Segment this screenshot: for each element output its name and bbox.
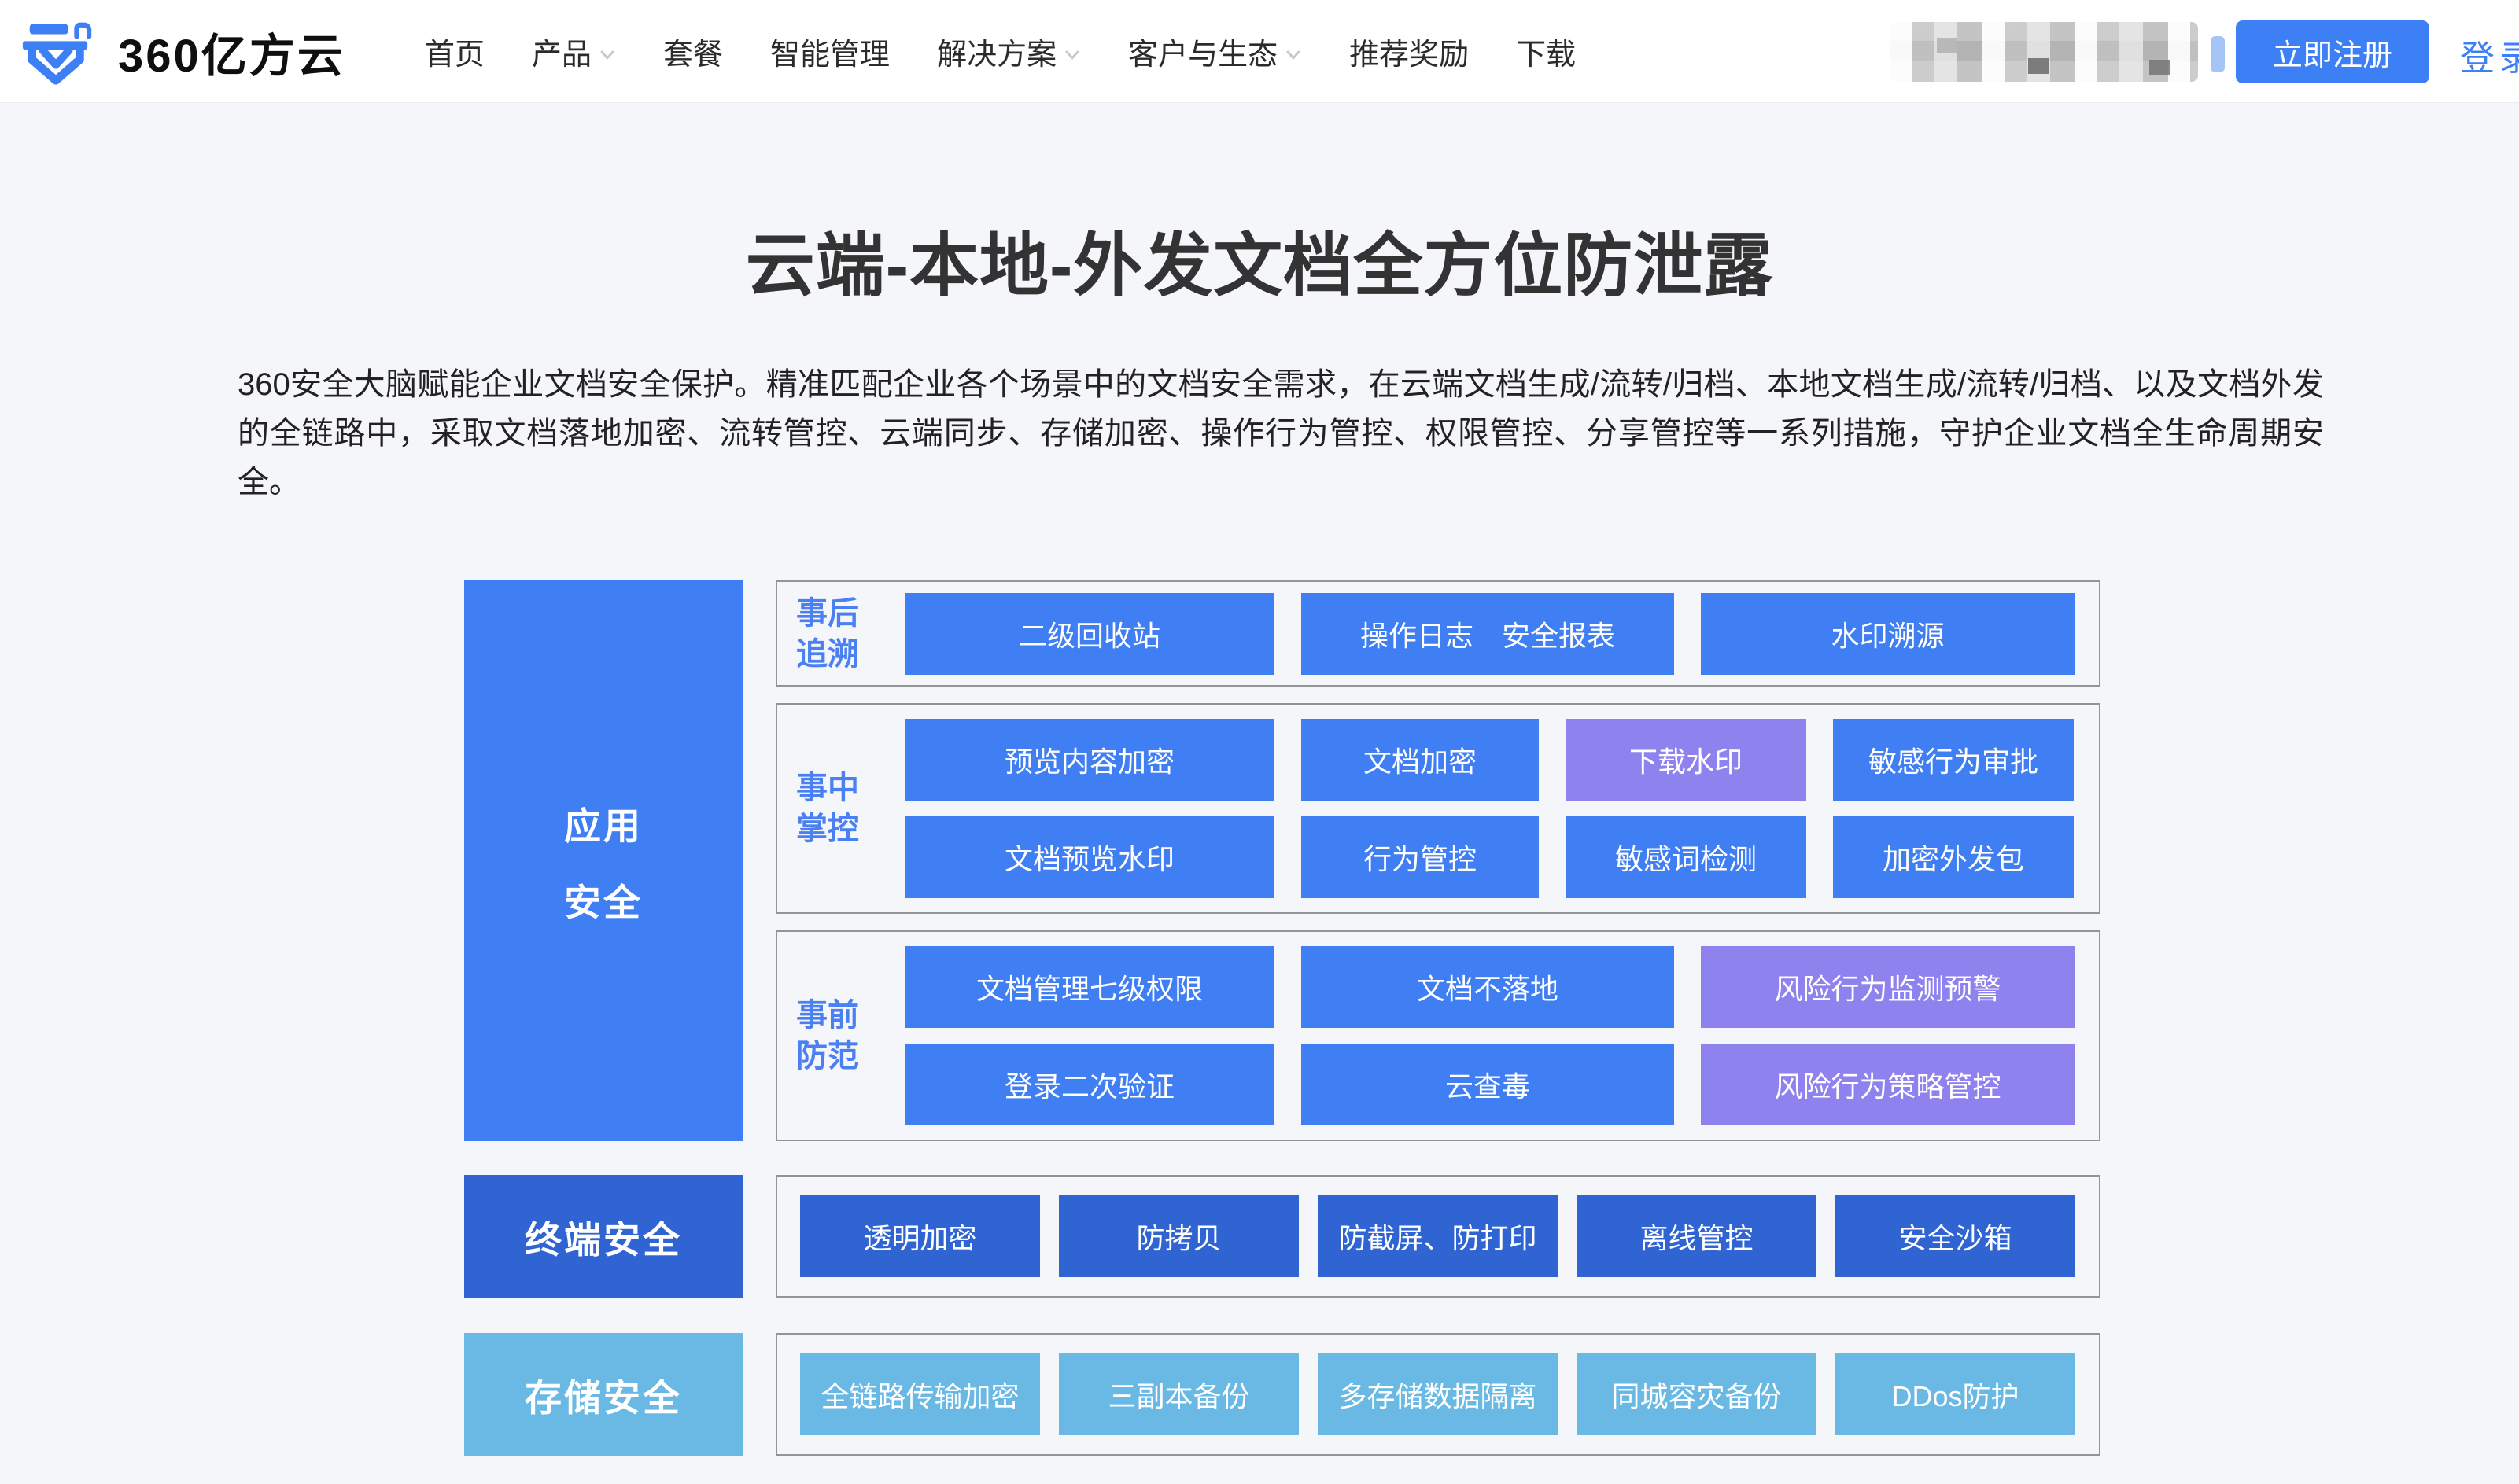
cell-row: 文档预览水印 行为管控 敏感词检测 加密外发包 — [905, 816, 2074, 898]
category-label-line: 应用 — [564, 805, 643, 847]
diagram-cell: 文档预览水印 — [905, 816, 1274, 898]
cell-row: 文档管理七级权限 文档不落地 风险行为监测预警 — [905, 946, 2075, 1028]
diagram-cell: 透明加密 — [800, 1195, 1040, 1277]
group-box-pre-event-prevention: 事前 防范 文档管理七级权限 文档不落地 风险行为监测预警 登录二次验证 云查毒… — [776, 930, 2100, 1141]
security-matrix-diagram: 应用 安全 事后 追溯 二级回收站 操作日志 安全报表 水印溯源 — [464, 580, 2100, 1456]
cell-rows: 文档管理七级权限 文档不落地 风险行为监测预警 登录二次验证 云查毒 风险行为策… — [905, 946, 2075, 1125]
cell-rows: 预览内容加密 文档加密 下载水印 敏感行为审批 文档预览水印 行为管控 敏感词检… — [905, 719, 2074, 898]
nav-item-plans[interactable]: 套餐 — [663, 30, 723, 73]
login-link[interactable]: 登录 — [2460, 39, 2519, 78]
nav-item-smart-management[interactable]: 智能管理 — [770, 30, 890, 73]
diagram-cell: 操作日志 安全报表 — [1301, 592, 1674, 675]
nav-item-label: 客户与生态 — [1128, 39, 1278, 72]
diagram-cell: 风险行为策略管控 — [1701, 1044, 2075, 1125]
group-label: 事后 追溯 — [796, 595, 859, 672]
nav-item-label: 套餐 — [663, 39, 724, 72]
diagram-cell: 防截屏、防打印 — [1318, 1195, 1558, 1277]
diagram-cell: 敏感词检测 — [1566, 816, 1806, 898]
register-button[interactable]: 立即注册 — [2236, 20, 2429, 83]
diagram-cell: 加密外发包 — [1833, 816, 2074, 898]
diagram-cell: 二级回收站 — [905, 592, 1274, 675]
diagram-cell: 登录二次验证 — [905, 1044, 1274, 1125]
page-title: 云端-本地-外发文档全方位防泄露 — [745, 226, 1774, 304]
diagram-cell: 行为管控 — [1301, 816, 1539, 898]
nav-item-solutions[interactable]: 解决方案 — [937, 30, 1081, 73]
nav-item-label: 智能管理 — [770, 39, 891, 72]
chevron-down-icon — [1065, 50, 1079, 60]
category-label-line: 安全 — [564, 881, 643, 923]
group-label: 事中 掌控 — [796, 771, 859, 846]
hero-description: 360安全大脑赋能企业文档安全保护。精准匹配企业各个场景中的文档安全需求，在云端… — [238, 367, 2324, 499]
logo-shield-pen-icon — [22, 22, 92, 85]
cell-row: 预览内容加密 文档加密 下载水印 敏感行为审批 — [905, 719, 2074, 801]
redacted-phone-number — [1890, 22, 2225, 82]
diagram-cell: 水印溯源 — [1701, 592, 2075, 675]
diagram-cell: 三副本备份 — [1059, 1353, 1299, 1435]
group-box-in-event-control: 事中 掌控 预览内容加密 文档加密 下载水印 敏感行为审批 文档预览水印 行为管… — [776, 703, 2100, 914]
diagram-cell: 风险行为监测预警 — [1701, 946, 2075, 1028]
diagram-cell: 离线管控 — [1577, 1195, 1816, 1277]
diagram-cell: 预览内容加密 — [905, 719, 1274, 801]
hero-section: 云端-本地-外发文档全方位防泄露 360安全大脑赋能企业文档安全保护。精准匹配企… — [0, 210, 2519, 1456]
nav-item-referral-rewards[interactable]: 推荐奖励 — [1349, 30, 1469, 73]
top-nav: 360亿方云 首页 产品 套餐 智能管理 解决方案 客户与生态 推荐奖励 下载 — [0, 0, 2519, 103]
diagram-cell: 文档不落地 — [1301, 946, 1674, 1028]
chevron-down-icon — [600, 50, 614, 60]
group-box-terminal-security: 透明加密 防拷贝 防截屏、防打印 离线管控 安全沙箱 — [776, 1175, 2100, 1298]
nav-item-label: 解决方案 — [937, 39, 1057, 72]
group-label: 事前 防范 — [796, 998, 859, 1073]
diagram-cell: 云查毒 — [1301, 1044, 1674, 1125]
cell-row: 二级回收站 操作日志 安全报表 水印溯源 — [905, 592, 2075, 675]
diagram-cell: 防拷贝 — [1059, 1195, 1299, 1277]
diagram-cell: DDos防护 — [1835, 1353, 2075, 1435]
group-box-post-event-trace: 事后 追溯 二级回收站 操作日志 安全报表 水印溯源 — [776, 580, 2100, 687]
diagram-cell: 多存储数据隔离 — [1318, 1353, 1558, 1435]
nav-item-customers-ecosystem[interactable]: 客户与生态 — [1128, 30, 1302, 73]
main-menu: 首页 产品 套餐 智能管理 解决方案 客户与生态 推荐奖励 下载 — [425, 0, 1576, 103]
chevron-down-icon — [1286, 50, 1300, 60]
diagram-cell: 敏感行为审批 — [1833, 719, 2074, 801]
logo[interactable]: 360亿方云 — [19, 0, 345, 103]
cell-row: 登录二次验证 云查毒 风险行为策略管控 — [905, 1044, 2075, 1125]
diagram-cell: 同城容灾备份 — [1577, 1353, 1816, 1435]
nav-item-download[interactable]: 下载 — [1516, 30, 1576, 73]
diagram-cell: 文档管理七级权限 — [905, 946, 1274, 1028]
category-block-application-security: 应用 安全 — [464, 580, 743, 1141]
diagram-cell: 全链路传输加密 — [800, 1353, 1040, 1435]
category-block-terminal-security: 终端安全 — [464, 1175, 743, 1298]
logo-text: 360亿方云 — [118, 30, 345, 82]
nav-item-label: 产品 — [532, 39, 592, 72]
nav-item-label: 首页 — [425, 39, 485, 72]
nav-item-label: 下载 — [1516, 39, 1577, 72]
nav-item-home[interactable]: 首页 — [425, 30, 485, 73]
diagram-cell: 下载水印 — [1566, 719, 1806, 801]
diagram-cell: 安全沙箱 — [1835, 1195, 2075, 1277]
diagram-cell: 文档加密 — [1301, 719, 1539, 801]
nav-item-products[interactable]: 产品 — [532, 30, 616, 73]
group-box-storage-security: 全链路传输加密 三副本备份 多存储数据隔离 同城容灾备份 DDos防护 — [776, 1333, 2100, 1456]
nav-item-label: 推荐奖励 — [1349, 39, 1470, 72]
category-block-storage-security: 存储安全 — [464, 1333, 743, 1456]
